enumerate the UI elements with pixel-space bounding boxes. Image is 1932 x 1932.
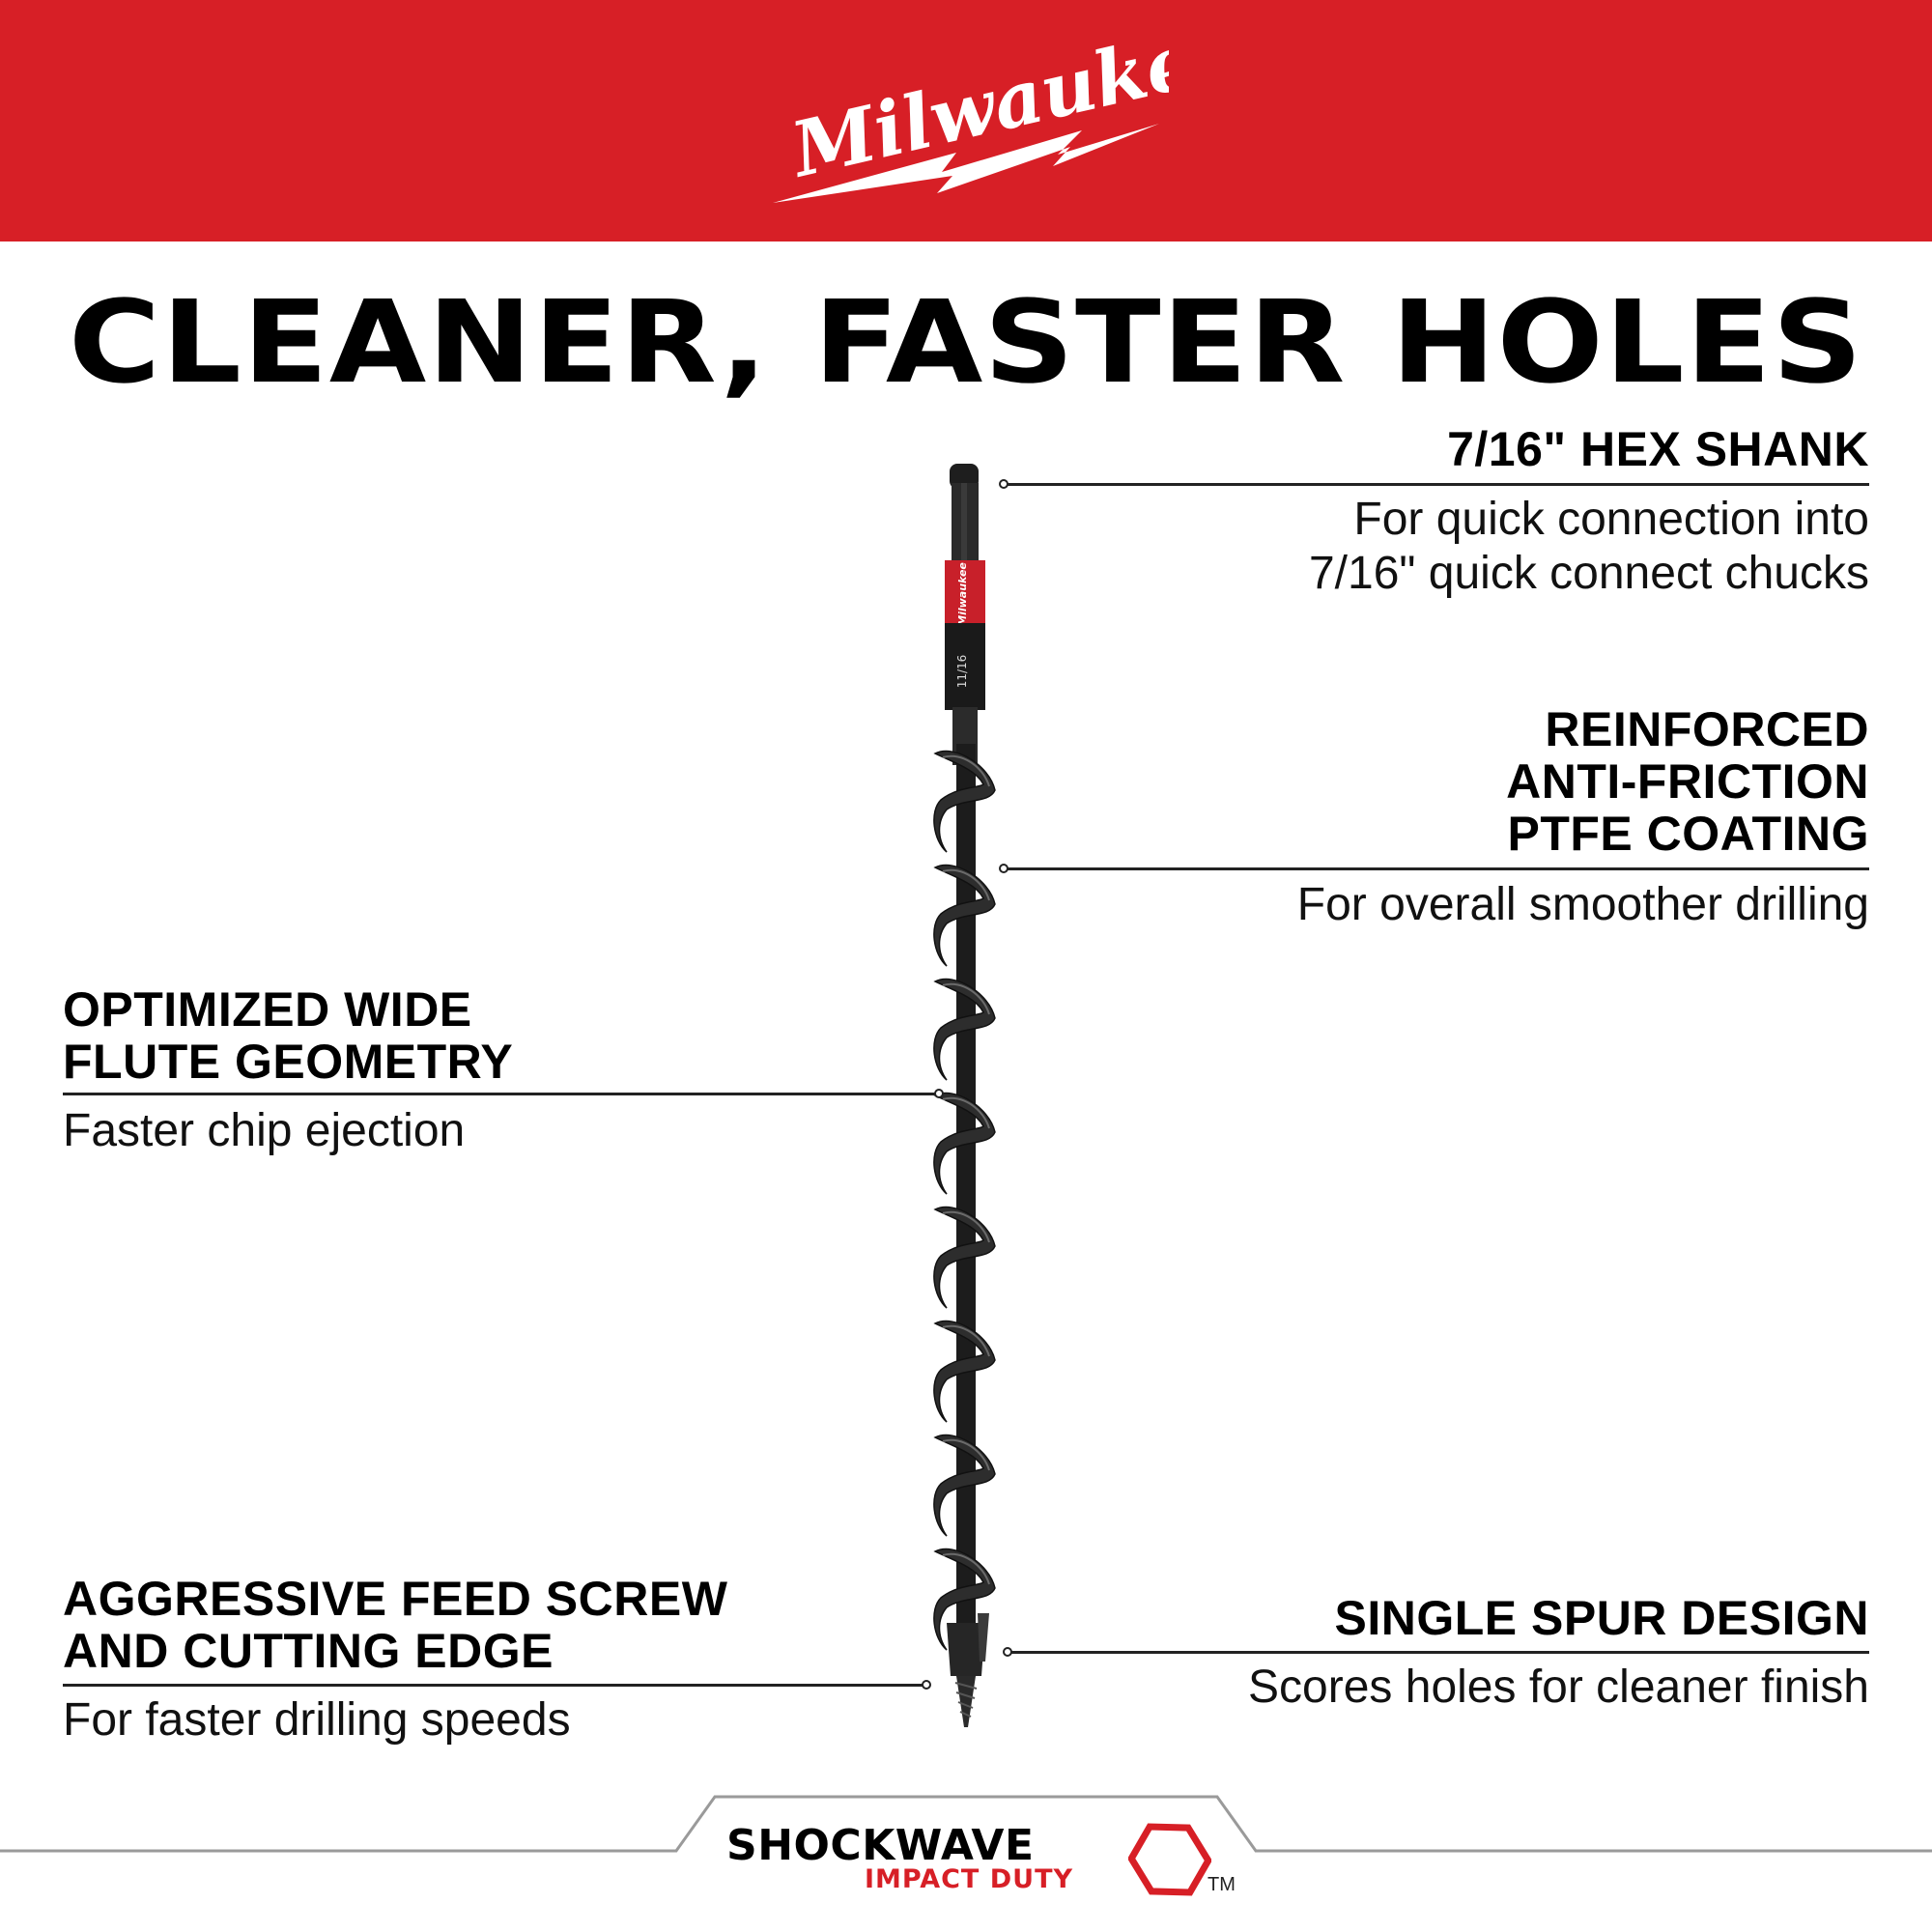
page-title: CLEANER, FASTER HOLES (68, 275, 1864, 409)
flute-leader-line (63, 1093, 937, 1095)
hex-shank-leader-line (1005, 483, 1869, 486)
cutting-edge (947, 1623, 985, 1676)
spiral-flute (933, 744, 996, 1651)
size-marking: 11/16 (955, 655, 969, 689)
shockwave-wordmark: SHOCKWAVE (726, 1821, 1035, 1870)
hexagon-icon (1128, 1823, 1211, 1896)
collar-sleeve (945, 623, 985, 710)
spur-desc: Scores holes for cleaner finish (1248, 1662, 1869, 1713)
hex-shank-title: 7/16" HEX SHANK (1447, 422, 1869, 476)
collar-logo: Milwaukee (956, 562, 969, 626)
coating-pointer (999, 864, 1009, 873)
single-spur (978, 1613, 989, 1662)
hex-shank-desc-1: For quick connection into (1353, 494, 1869, 545)
trademark-symbol: TM (1208, 1874, 1236, 1895)
flute-desc: Faster chip ejection (63, 1105, 466, 1156)
coating-leader-line (1005, 867, 1869, 870)
spur-title: SINGLE SPUR DESIGN (1334, 1591, 1869, 1645)
flute-pointer (934, 1089, 944, 1098)
feed-screw-leader-line (63, 1684, 924, 1687)
feed-screw (956, 1676, 976, 1727)
shank-tip (950, 464, 979, 489)
collar-band (945, 560, 985, 623)
flute-title-1: OPTIMIZED WIDE (63, 982, 472, 1037)
feed-screw-title-1: AGGRESSIVE FEED SCREW (63, 1572, 728, 1626)
coating-title-1: REINFORCED (1545, 702, 1869, 756)
footer-divider (0, 1795, 1932, 1853)
hex-shank-pointer (999, 479, 1009, 489)
spur-leader-line (1009, 1651, 1869, 1654)
feed-screw-title-2: AND CUTTING EDGE (63, 1624, 554, 1678)
impact-duty-label: IMPACT DUTY (865, 1864, 1074, 1894)
lightning-bolt-icon (773, 124, 1159, 203)
coating-desc: For overall smoother drilling (1296, 879, 1869, 930)
milwaukee-logo: Milwaukee (773, 39, 1169, 203)
feed-screw-desc: For faster drilling speeds (63, 1694, 571, 1746)
hex-shank-desc-2: 7/16" quick connect chucks (1308, 548, 1869, 599)
flute-title-2: FLUTE GEOMETRY (63, 1035, 514, 1089)
coating-title-3: PTFE COATING (1507, 807, 1869, 861)
brand-banner: Milwaukee (0, 0, 1932, 242)
auger-bit-image: Milwaukee 11/16 (933, 464, 996, 1727)
feed-screw-pointer (922, 1680, 931, 1690)
spur-pointer (1003, 1647, 1012, 1657)
coating-title-2: ANTI-FRICTION (1506, 754, 1869, 809)
